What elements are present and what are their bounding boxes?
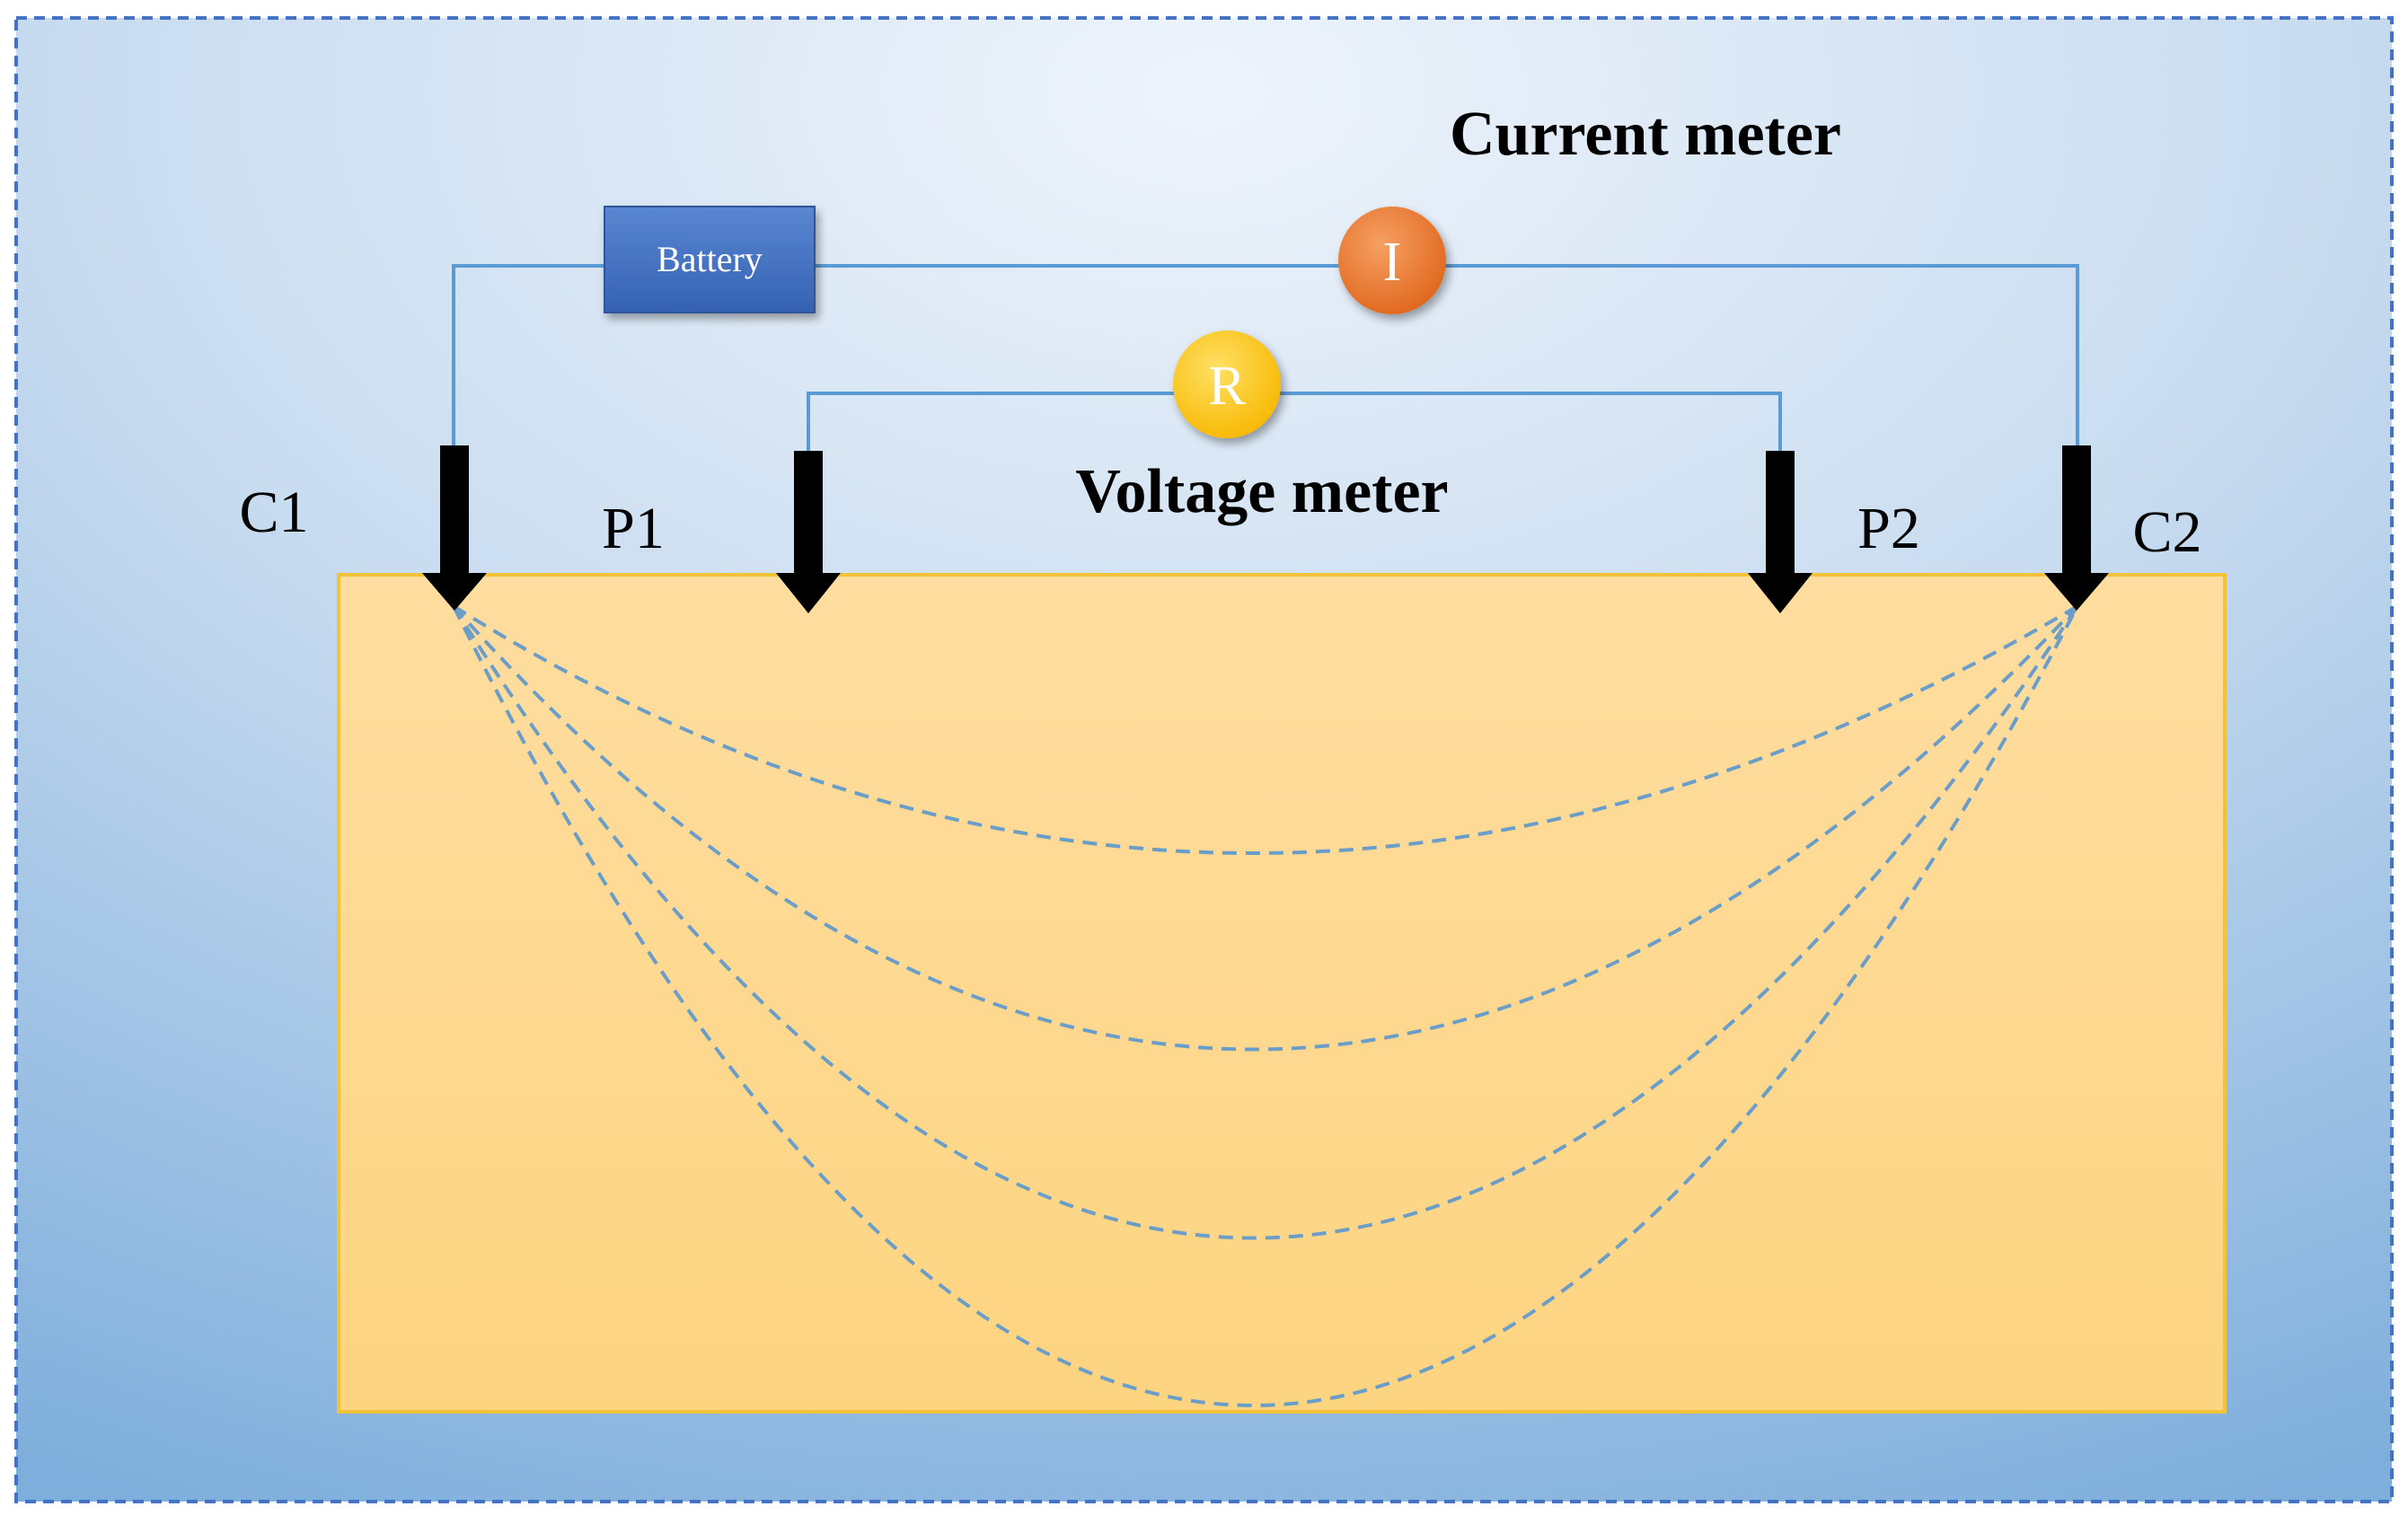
- current-symbol: I: [1383, 232, 1402, 293]
- electrode-c2: [2044, 445, 2109, 611]
- ground-block: [337, 573, 2227, 1414]
- current-meter: I: [1338, 207, 1446, 314]
- resistance-symbol: R: [1208, 356, 1246, 417]
- electrode-p2: [1748, 451, 1813, 613]
- dashed-frame-border: [14, 16, 2394, 1503]
- label-c1: C1: [239, 480, 308, 545]
- battery-label: Battery: [657, 239, 763, 279]
- voltage-meter-title: Voltage meter: [1075, 457, 1448, 526]
- field-line-1: [452, 604, 2079, 855]
- label-c2: C2: [2132, 499, 2201, 565]
- voltage-circuit-wire: [807, 392, 1782, 454]
- battery: Battery: [604, 206, 816, 313]
- current-meter-title: Current meter: [1450, 100, 1841, 169]
- field-line-3: [452, 604, 2079, 1240]
- voltage-meter: R: [1173, 330, 1281, 438]
- electrode-c1: [422, 445, 487, 611]
- current-field-lines: [452, 604, 2079, 1407]
- field-line-2: [452, 604, 2079, 1052]
- label-p1: P1: [602, 496, 665, 561]
- electrode-p1: [776, 451, 841, 613]
- current-circuit-wire: [452, 264, 2079, 449]
- label-p2: P2: [1857, 496, 1920, 561]
